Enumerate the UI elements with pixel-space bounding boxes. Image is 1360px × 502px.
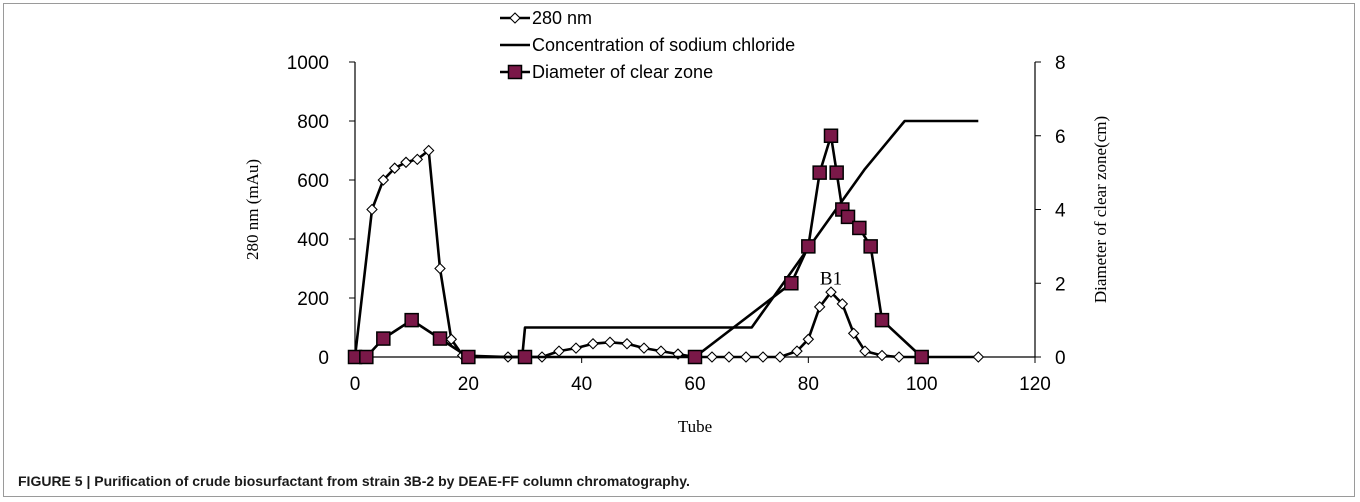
legend-label: Concentration of sodium chloride: [532, 35, 795, 55]
y-tick-label: 600: [297, 171, 329, 192]
data-point-diamond: [791, 345, 803, 357]
data-point-square: [874, 312, 890, 328]
data-point-square: [687, 349, 703, 365]
data-point-diamond: [802, 333, 815, 346]
y2-axis-title: Diameter of clear zone(cm): [1091, 116, 1110, 303]
data-point-square: [376, 331, 391, 346]
data-point-square: [404, 312, 419, 328]
data-point-diamond: [388, 162, 401, 174]
y-axis-title: 280 nm (mAu): [243, 159, 262, 260]
data-point-square: [517, 349, 533, 365]
data-point-diamond: [893, 351, 905, 363]
y-tick-label: 1000: [287, 53, 329, 74]
y2-tick-label: 0: [1055, 348, 1066, 369]
legend-entry-2: Concentration of sodium chloride: [500, 35, 795, 55]
x-tick-label: 20: [458, 374, 479, 395]
data-point-diamond: [655, 345, 667, 357]
data-point-square: [801, 239, 816, 254]
legend-marker-square: [507, 64, 523, 80]
data-point-diamond: [604, 336, 616, 349]
data-point-diamond: [847, 327, 860, 340]
data-point-diamond: [434, 262, 446, 275]
x-axis-title: Tube: [678, 417, 712, 436]
series-1: [349, 144, 985, 363]
y2-tick-label: 4: [1055, 201, 1066, 222]
legend: 280 nm Concentration of sodium chlorideDi…: [500, 8, 795, 82]
data-point-diamond: [706, 351, 718, 363]
data-point-diamond: [757, 351, 769, 363]
data-point-diamond: [422, 144, 435, 157]
y-tick-label: 0: [318, 348, 329, 369]
legend-marker-diamond: [509, 12, 521, 24]
data-point-diamond: [366, 203, 378, 216]
annotation-label: B1: [820, 268, 842, 289]
x-tick-label: 100: [906, 374, 938, 395]
data-point-diamond: [638, 342, 650, 354]
data-point-square: [823, 128, 839, 143]
data-point-diamond: [876, 349, 888, 362]
data-point-square: [812, 165, 827, 180]
data-point-diamond: [411, 153, 424, 166]
data-point-diamond: [740, 351, 752, 363]
x-tick-label: 0: [350, 374, 361, 395]
series-line: [468, 119, 979, 359]
series-2: [468, 119, 979, 359]
data-point-square: [432, 331, 448, 346]
data-point-diamond: [587, 337, 599, 350]
x-tick-label: 80: [798, 374, 819, 395]
x-tick-label: 120: [1019, 374, 1051, 395]
y2-tick-label: 8: [1055, 53, 1066, 74]
data-point-square: [829, 165, 844, 180]
series-3: [347, 128, 929, 365]
data-point-square: [840, 209, 856, 225]
data-point-square: [914, 349, 929, 365]
data-point-square: [461, 349, 476, 365]
series-layer: B1: [347, 119, 985, 365]
legend-entry-1: 280 nm: [500, 8, 592, 28]
y2-tick-label: 2: [1055, 274, 1066, 295]
data-point-diamond: [445, 333, 458, 346]
data-point-diamond: [859, 345, 871, 357]
legend-entry-3: Diameter of clear zone: [500, 62, 713, 82]
legend-label: 280 nm: [532, 8, 592, 28]
y-tick-label: 400: [297, 230, 329, 251]
data-point-diamond: [723, 351, 735, 363]
figure-caption: FIGURE 5 | Purification of crude biosurf…: [18, 473, 690, 489]
data-point-diamond: [774, 351, 786, 363]
data-point-diamond: [972, 351, 985, 363]
data-point-diamond: [570, 342, 582, 354]
y2-tick-label: 6: [1055, 127, 1066, 148]
data-point-diamond: [400, 156, 412, 169]
y-tick-label: 200: [297, 289, 329, 310]
y-tick-label: 800: [297, 112, 329, 133]
legend-label: Diameter of clear zone: [532, 62, 713, 82]
data-point-diamond: [836, 298, 849, 310]
data-point-diamond: [553, 345, 565, 357]
data-point-square: [852, 220, 867, 236]
figure-frame: [3, 3, 1355, 497]
data-point-square: [784, 276, 799, 291]
data-point-square: [359, 349, 374, 365]
data-point-diamond: [621, 337, 633, 350]
data-point-diamond: [825, 286, 837, 298]
data-point-diamond: [813, 301, 826, 313]
data-point-diamond: [377, 174, 390, 186]
x-tick-label: 60: [684, 374, 705, 395]
data-point-square: [863, 239, 878, 254]
x-tick-label: 40: [571, 374, 592, 395]
